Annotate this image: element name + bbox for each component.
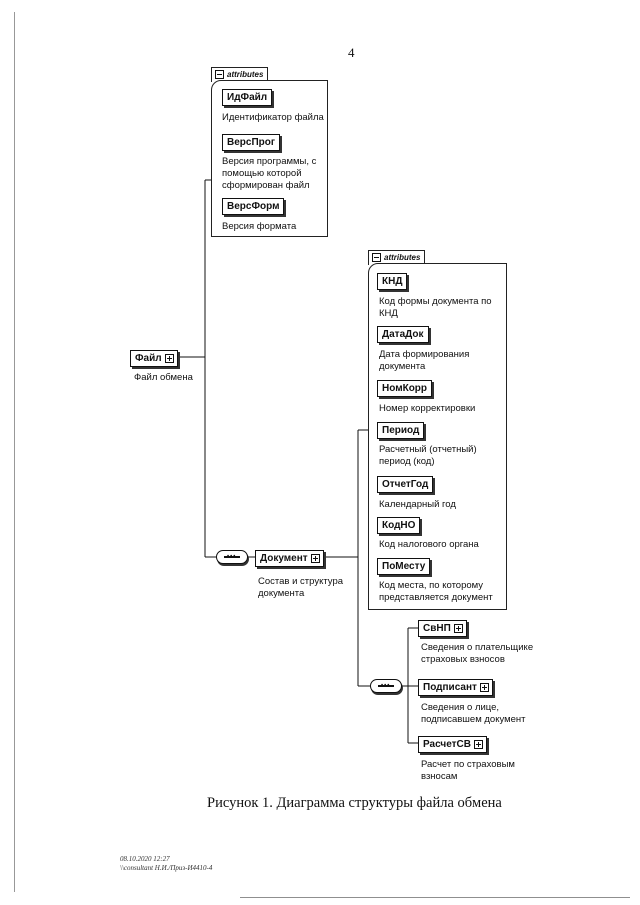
attribute-node[interactable]: ОтчетГод xyxy=(377,476,434,493)
child-element-desc: Расчет по страховым взносам xyxy=(421,759,515,782)
attribute-node[interactable]: Период xyxy=(377,422,425,439)
document-element-desc: Состав и структура документа xyxy=(258,576,344,599)
attribute-desc: Календарный год xyxy=(379,499,456,510)
expand-icon[interactable] xyxy=(310,554,320,563)
child-element-label: Подписант xyxy=(423,682,477,693)
attribute-node[interactable]: НомКорр xyxy=(377,380,433,397)
attribute-desc: Идентификатор файла xyxy=(222,112,324,123)
root-element-node[interactable]: Файл xyxy=(130,350,178,367)
child-element-node[interactable]: СвНП xyxy=(418,620,467,637)
root-element-label: Файл xyxy=(135,353,162,364)
attribute-node[interactable]: ИдФайл xyxy=(222,89,273,106)
root-element-desc: Файл обмена xyxy=(134,372,193,383)
attribute-desc: Расчетный (отчетный) период (код) xyxy=(379,444,477,467)
sequence-compositor-icon[interactable]: ••• xyxy=(370,679,402,693)
attribute-desc: Код места, по которому представляется до… xyxy=(379,580,493,603)
child-element-label: РасчетСВ xyxy=(423,739,471,750)
attribute-node[interactable]: КНД xyxy=(377,273,408,290)
child-element-desc: Сведения о лице, подписавшем документ xyxy=(421,702,526,725)
child-element-desc: Сведения о плательщике страховых взносов xyxy=(421,642,534,665)
page-number: 4 xyxy=(348,45,355,60)
attribute-desc: Версия программы, с помощью которой сфор… xyxy=(222,156,317,191)
expand-icon[interactable] xyxy=(479,683,489,692)
root-attributes-tab[interactable]: attributes xyxy=(211,67,269,82)
child-element-label: СвНП xyxy=(423,623,451,634)
document-attributes-tab-label: attributes xyxy=(384,253,421,262)
document-attributes-group: КНД Код формы документа по КНД ДатаДок Д… xyxy=(368,263,507,610)
document-element-node[interactable]: Документ xyxy=(255,550,324,567)
attribute-desc: Код налогового органа xyxy=(379,539,479,550)
attribute-desc: Номер корректировки xyxy=(379,403,476,414)
sequence-compositor-icon[interactable]: ••• xyxy=(216,550,248,564)
attribute-node[interactable]: ВерсФорм xyxy=(222,198,285,215)
attribute-node[interactable]: ПоМесту xyxy=(377,558,431,575)
attribute-node[interactable]: ВерсПрог xyxy=(222,134,281,151)
document-attributes-tab[interactable]: attributes xyxy=(368,250,426,265)
child-element-node[interactable]: РасчетСВ xyxy=(418,736,487,753)
collapse-icon[interactable] xyxy=(215,70,224,79)
attribute-node[interactable]: ДатаДок xyxy=(377,326,429,343)
scan-edge-line xyxy=(240,897,630,898)
attribute-desc: Дата формирования документа xyxy=(379,349,470,372)
scan-edge-line xyxy=(14,12,15,892)
attribute-node[interactable]: КодНО xyxy=(377,517,421,534)
expand-icon[interactable] xyxy=(473,740,483,749)
child-element-node[interactable]: Подписант xyxy=(418,679,493,696)
attribute-desc: Код формы документа по КНД xyxy=(379,296,492,319)
root-attributes-group: ИдФайл Идентификатор файла ВерсПрог Верс… xyxy=(211,80,328,237)
root-attributes-tab-label: attributes xyxy=(227,70,264,79)
expand-icon[interactable] xyxy=(164,354,174,363)
collapse-icon[interactable] xyxy=(372,253,381,262)
figure-caption: Рисунок 1. Диаграмма структуры файла обм… xyxy=(207,795,502,811)
attribute-desc: Версия формата xyxy=(222,221,297,232)
document-element-label: Документ xyxy=(260,553,308,564)
print-stamp: 08.10.2020 12:27 \\consultant Н.И./Приз-… xyxy=(120,855,213,872)
expand-icon[interactable] xyxy=(453,624,463,633)
